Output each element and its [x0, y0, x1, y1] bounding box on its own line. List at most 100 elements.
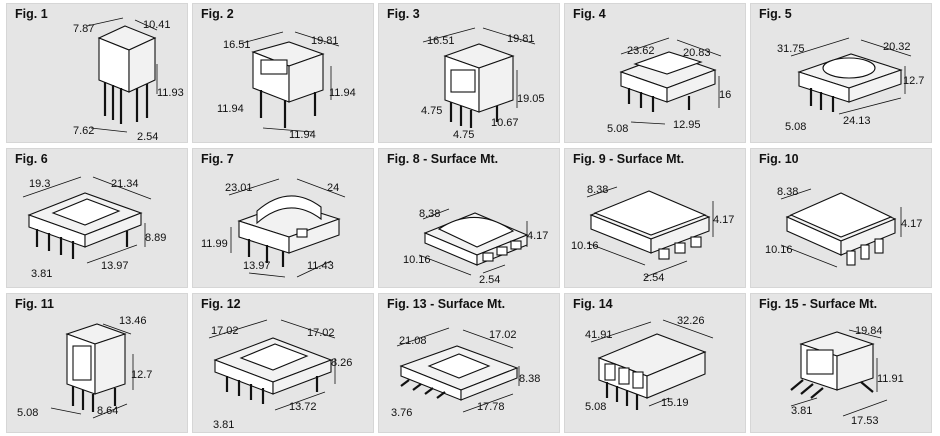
dim-label: 4.17: [713, 214, 734, 226]
figure-title: Fig. 4: [573, 7, 606, 21]
dim-label: 10.41: [143, 19, 171, 31]
dim-label: 16.51: [427, 35, 455, 47]
dim-label: 10.16: [403, 254, 431, 266]
figure-1-drawing: 7.87 10.41 11.93 7.62 2.54: [73, 17, 184, 142]
dim-label: 19.81: [311, 35, 339, 47]
dim-label: 21.34: [111, 178, 139, 190]
dim-label: 15.19: [661, 397, 689, 409]
figure-15: Fig. 15 - Surface Mt. 19.84 11.91 3.81 1…: [750, 293, 932, 433]
figure-2-drawing: 16.51 19.81 11.94 11.94 11.94: [217, 31, 356, 141]
figure-title: Fig. 2: [201, 7, 234, 21]
dim-label: 17.02: [307, 327, 335, 339]
figure-5-drawing: 31.75 20.32 12.7 5.08 24.13: [777, 37, 924, 133]
dim-label: 12.95: [673, 119, 701, 131]
dim-label: 12.7: [131, 369, 152, 381]
dim-label: 8.38: [419, 208, 440, 220]
figure-title: Fig. 9 - Surface Mt.: [573, 152, 685, 166]
dim-label: 8.89: [145, 232, 166, 244]
dim-label: 11.94: [329, 87, 356, 99]
dim-label: 17.78: [477, 401, 505, 413]
dim-label: 5.08: [785, 121, 806, 133]
figure-10-drawing: 8.38 4.17 10.16: [765, 186, 922, 268]
figure-title: Fig. 7: [201, 152, 234, 166]
dim-label: 5.08: [585, 401, 606, 413]
figure-13-drawing: 21.08 17.02 8.38 3.76 17.78: [391, 327, 540, 419]
figure-7-drawing: 23.01 24 11.99 13.97 11.43: [201, 178, 346, 278]
dim-label: 11.43: [307, 260, 334, 272]
dim-label: 11.99: [201, 238, 228, 250]
dim-label: 17.02: [211, 325, 239, 337]
dim-label: 4.75: [421, 105, 442, 117]
dim-label: 19.05: [517, 93, 545, 105]
dim-label: 7.62: [73, 125, 94, 137]
figure-title: Fig. 14: [573, 297, 613, 311]
figure-title: Fig. 5: [759, 7, 792, 21]
dim-label: 3.81: [31, 268, 52, 280]
dim-label: 16: [719, 89, 731, 101]
dim-label: 5.08: [607, 123, 628, 135]
dim-label: 13.46: [119, 315, 147, 327]
dim-label: 16.51: [223, 39, 251, 51]
figure-title: Fig. 1: [15, 7, 48, 21]
figure-9: Fig. 9 - Surface Mt. 8.38 4.17 10.16 2.5…: [564, 148, 746, 288]
figure-4: Fig. 4 23.62 20.83 16 5.08 12.95: [564, 3, 746, 143]
dim-label: 19.3: [29, 178, 50, 190]
dim-label: 13.97: [243, 260, 271, 272]
dim-label: 24: [327, 182, 339, 194]
figure-title: Fig. 8 - Surface Mt.: [387, 152, 499, 166]
dim-label: 31.75: [777, 43, 805, 55]
figure-5: Fig. 5 31.75 20.32 12.7 5.08 24.13: [750, 3, 932, 143]
dim-label: 8.38: [587, 184, 608, 196]
dim-label: 3.81: [791, 405, 812, 417]
figure-14: Fig. 14 41.91 32.26 5.08 15.19: [564, 293, 746, 433]
dim-label: 41.91: [585, 329, 613, 341]
figure-3: Fig. 3 16.51 19.81 19.05 4.75 10.67 4.75: [378, 3, 560, 143]
figure-13: Fig. 13 - Surface Mt. 21.08 17.02 8.38 3…: [378, 293, 560, 433]
dim-label: 8.38: [777, 186, 798, 198]
dim-label: 10.16: [765, 244, 793, 256]
dim-label: 17.02: [489, 329, 517, 341]
figure-14-drawing: 41.91 32.26 5.08 15.19: [585, 315, 714, 413]
dim-label: 17.53: [851, 415, 879, 427]
dim-label: 21.08: [399, 335, 427, 347]
figure-title: Fig. 6: [15, 152, 48, 166]
dim-label: 8.26: [331, 357, 352, 369]
dim-label: 19.81: [507, 33, 535, 45]
dim-label: 10.67: [491, 117, 519, 129]
figure-12-drawing: 17.02 17.02 8.26 3.81 13.72: [208, 319, 352, 431]
dim-label: 11.93: [157, 87, 184, 99]
dim-label: 23.62: [627, 45, 655, 57]
figure-title: Fig. 10: [759, 152, 799, 166]
figure-3-drawing: 16.51 19.81 19.05 4.75 10.67 4.75: [421, 27, 545, 141]
dim-label: 20.32: [883, 41, 911, 53]
dim-label: 11.91: [877, 373, 904, 385]
figure-6: Fig. 6 19.3 21.34 8.89 3.81 13.97: [6, 148, 188, 288]
dim-label: 32.26: [677, 315, 705, 327]
dim-label: 2.54: [479, 274, 500, 286]
dim-label: 7.87: [73, 23, 94, 35]
figure-12: Fig. 12 17.02 17.02 8.26 3.81 13.72: [192, 293, 374, 433]
dim-label: 19.84: [855, 325, 883, 337]
dim-label: 24.13: [843, 115, 871, 127]
dim-label: 13.97: [101, 260, 129, 272]
figure-11: Fig. 11 13.46 12.7 5.08 8.64: [6, 293, 188, 433]
dim-label: 12.7: [903, 75, 924, 87]
dim-label: 2.54: [643, 272, 664, 284]
dim-label: 3.76: [391, 407, 412, 419]
dim-label: 13.72: [289, 401, 317, 413]
dim-label: 4.17: [901, 218, 922, 230]
figure-title: Fig. 11: [15, 297, 54, 311]
dim-label: 8.64: [97, 405, 118, 417]
dim-label: 11.94: [289, 129, 316, 141]
figure-1: Fig. 1 7.87 10.41 11.93 7.62 2.54: [6, 3, 188, 143]
figure-9-drawing: 8.38 4.17 10.16 2.54: [571, 184, 734, 284]
dim-label: 4.75: [453, 129, 474, 141]
figure-title: Fig. 12: [201, 297, 241, 311]
figure-4-drawing: 23.62 20.83 16 5.08 12.95: [607, 37, 731, 135]
figure-title: Fig. 15 - Surface Mt.: [759, 297, 878, 311]
figure-8: Fig. 8 - Surface Mt. 8.38 4.17 10.16 2.5…: [378, 148, 560, 288]
dim-label: 10.16: [571, 240, 599, 252]
figure-6-drawing: 19.3 21.34 8.89 3.81 13.97: [22, 176, 166, 280]
figure-11-drawing: 13.46 12.7 5.08 8.64: [17, 315, 152, 419]
dim-label: 4.17: [527, 230, 548, 242]
